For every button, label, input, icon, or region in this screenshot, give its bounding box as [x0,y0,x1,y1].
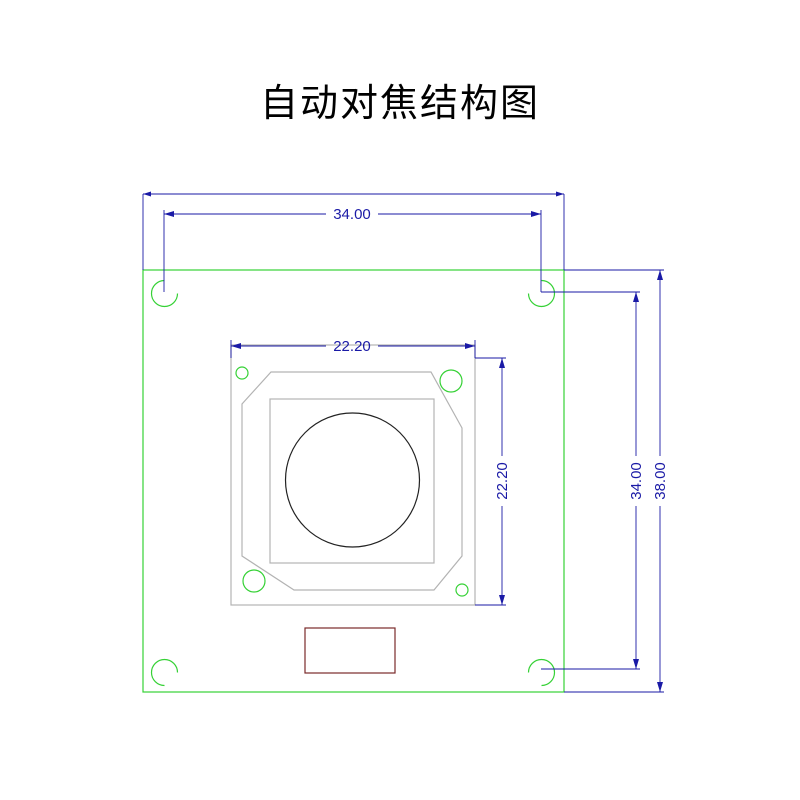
page-title: 自动对焦结构图 [259,81,540,125]
mounting-hole-top-right [527,279,556,308]
mounting-hole-top-left [150,279,179,308]
mounting-hole-bottom-right [527,658,556,687]
mounting-hole-bottom-left [150,658,179,687]
holder-hole-top-left [235,366,249,380]
dimension-hole-spacing-vertical-label: 34.00 [628,462,645,500]
lens-holder-outline [230,344,476,606]
holder-hole-top-right [439,369,463,393]
dimension-sensor-height-label: 22.20 [494,462,511,500]
holder-hole-bottom-right [455,583,469,597]
lens-circle [284,412,421,548]
sensor-area [269,398,435,564]
holder-hole-bottom-left [242,569,266,593]
dimension-board-height-label: 38.00 [652,462,669,500]
lens-holder-body [241,371,463,591]
connector [304,627,396,674]
dimension-hole-spacing-horizontal-label: 34.00 [333,206,371,223]
dimension-sensor-width-label: 22.20 [333,338,371,355]
pcb-board-outline [142,269,565,693]
